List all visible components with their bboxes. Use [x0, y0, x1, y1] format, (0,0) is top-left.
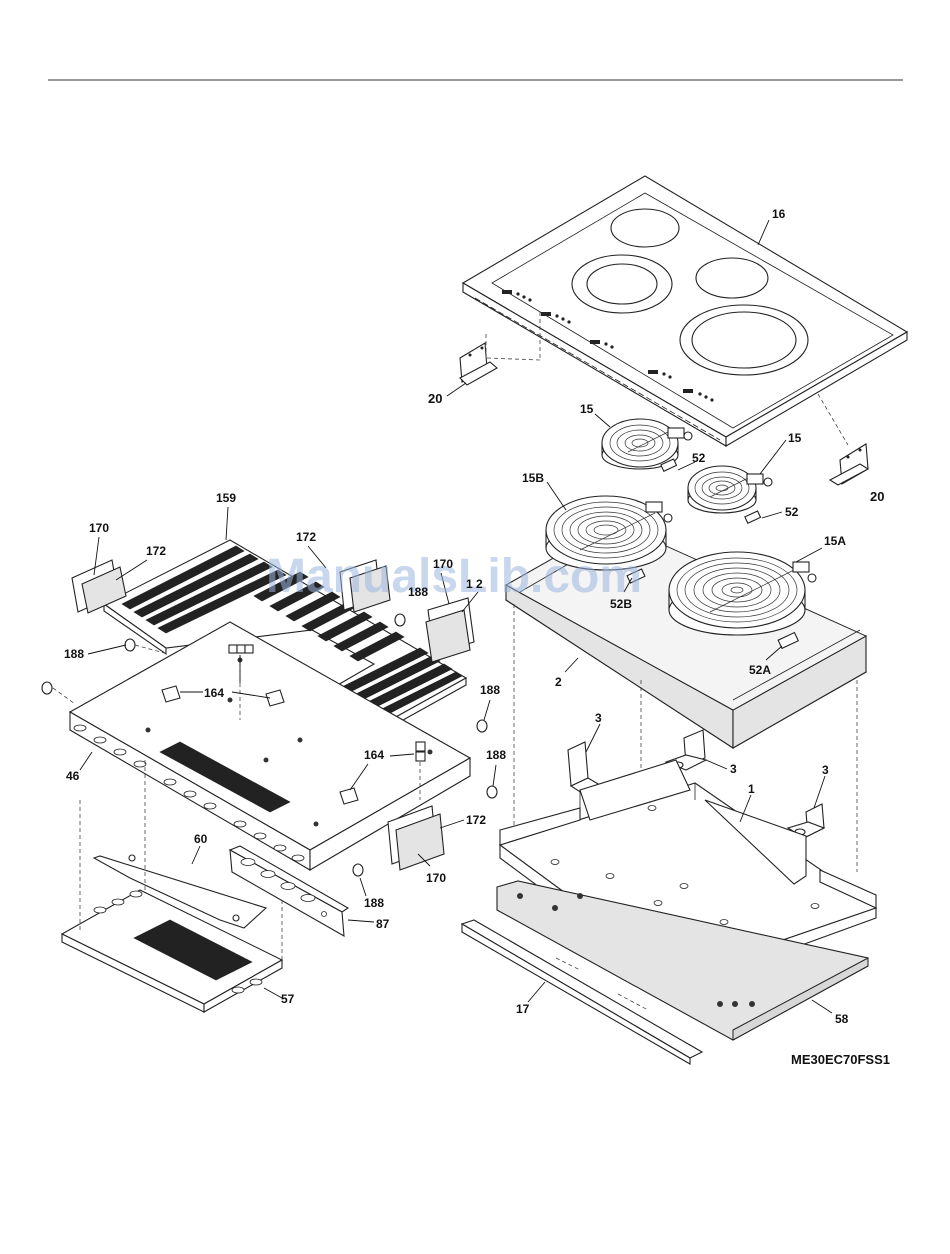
label-170-top-left: 170	[89, 521, 109, 535]
label-172-center: 172	[296, 530, 316, 544]
label-15-front: 15	[580, 402, 594, 416]
label-52-rear: 52	[785, 505, 799, 519]
label-58: 58	[835, 1012, 849, 1026]
watermark-text: ManualsLib.com	[266, 550, 642, 603]
label-172-front: 172	[466, 813, 486, 827]
cooktop-glass-top	[463, 176, 907, 446]
model-number: ME30EC70FSS1	[791, 1052, 890, 1067]
label-3-middle: 3	[730, 762, 737, 776]
label-20-right: 20	[870, 489, 884, 504]
label-188-bottom: 188	[364, 896, 384, 910]
label-15-rear: 15	[788, 431, 802, 445]
label-52B: 52B	[610, 597, 632, 611]
label-1: 1	[748, 782, 755, 796]
label-172-top-left: 172	[146, 544, 166, 558]
bracket-left-20	[460, 343, 497, 385]
label-188-left: 188	[64, 647, 84, 661]
label-172-right: 1 2	[466, 577, 483, 591]
label-87: 87	[376, 917, 390, 931]
label-188-right-upper: 188	[480, 683, 500, 697]
label-159: 159	[216, 491, 236, 505]
label-188-right-lower: 188	[486, 748, 506, 762]
label-164-right: 164	[364, 748, 384, 762]
label-52-front: 52	[692, 451, 706, 465]
label-46: 46	[66, 769, 80, 783]
label-60: 60	[194, 832, 208, 846]
label-20-left: 20	[428, 391, 442, 406]
label-170-right: 170	[433, 557, 453, 571]
label-52A: 52A	[749, 663, 771, 677]
element-15-small-front	[602, 419, 692, 471]
bracket-right-20	[830, 444, 868, 485]
label-3-left: 3	[595, 711, 602, 725]
label-15A: 15A	[824, 534, 846, 548]
label-16: 16	[772, 207, 786, 221]
label-57: 57	[281, 992, 295, 1006]
element-15-small-rear	[688, 466, 772, 523]
label-2: 2	[555, 675, 562, 689]
label-188-top: 188	[408, 585, 428, 599]
label-15B: 15B	[522, 471, 544, 485]
label-3-right: 3	[822, 763, 829, 777]
label-170-front: 170	[426, 871, 446, 885]
label-17: 17	[516, 1002, 530, 1016]
label-164-left: 164	[204, 686, 224, 700]
